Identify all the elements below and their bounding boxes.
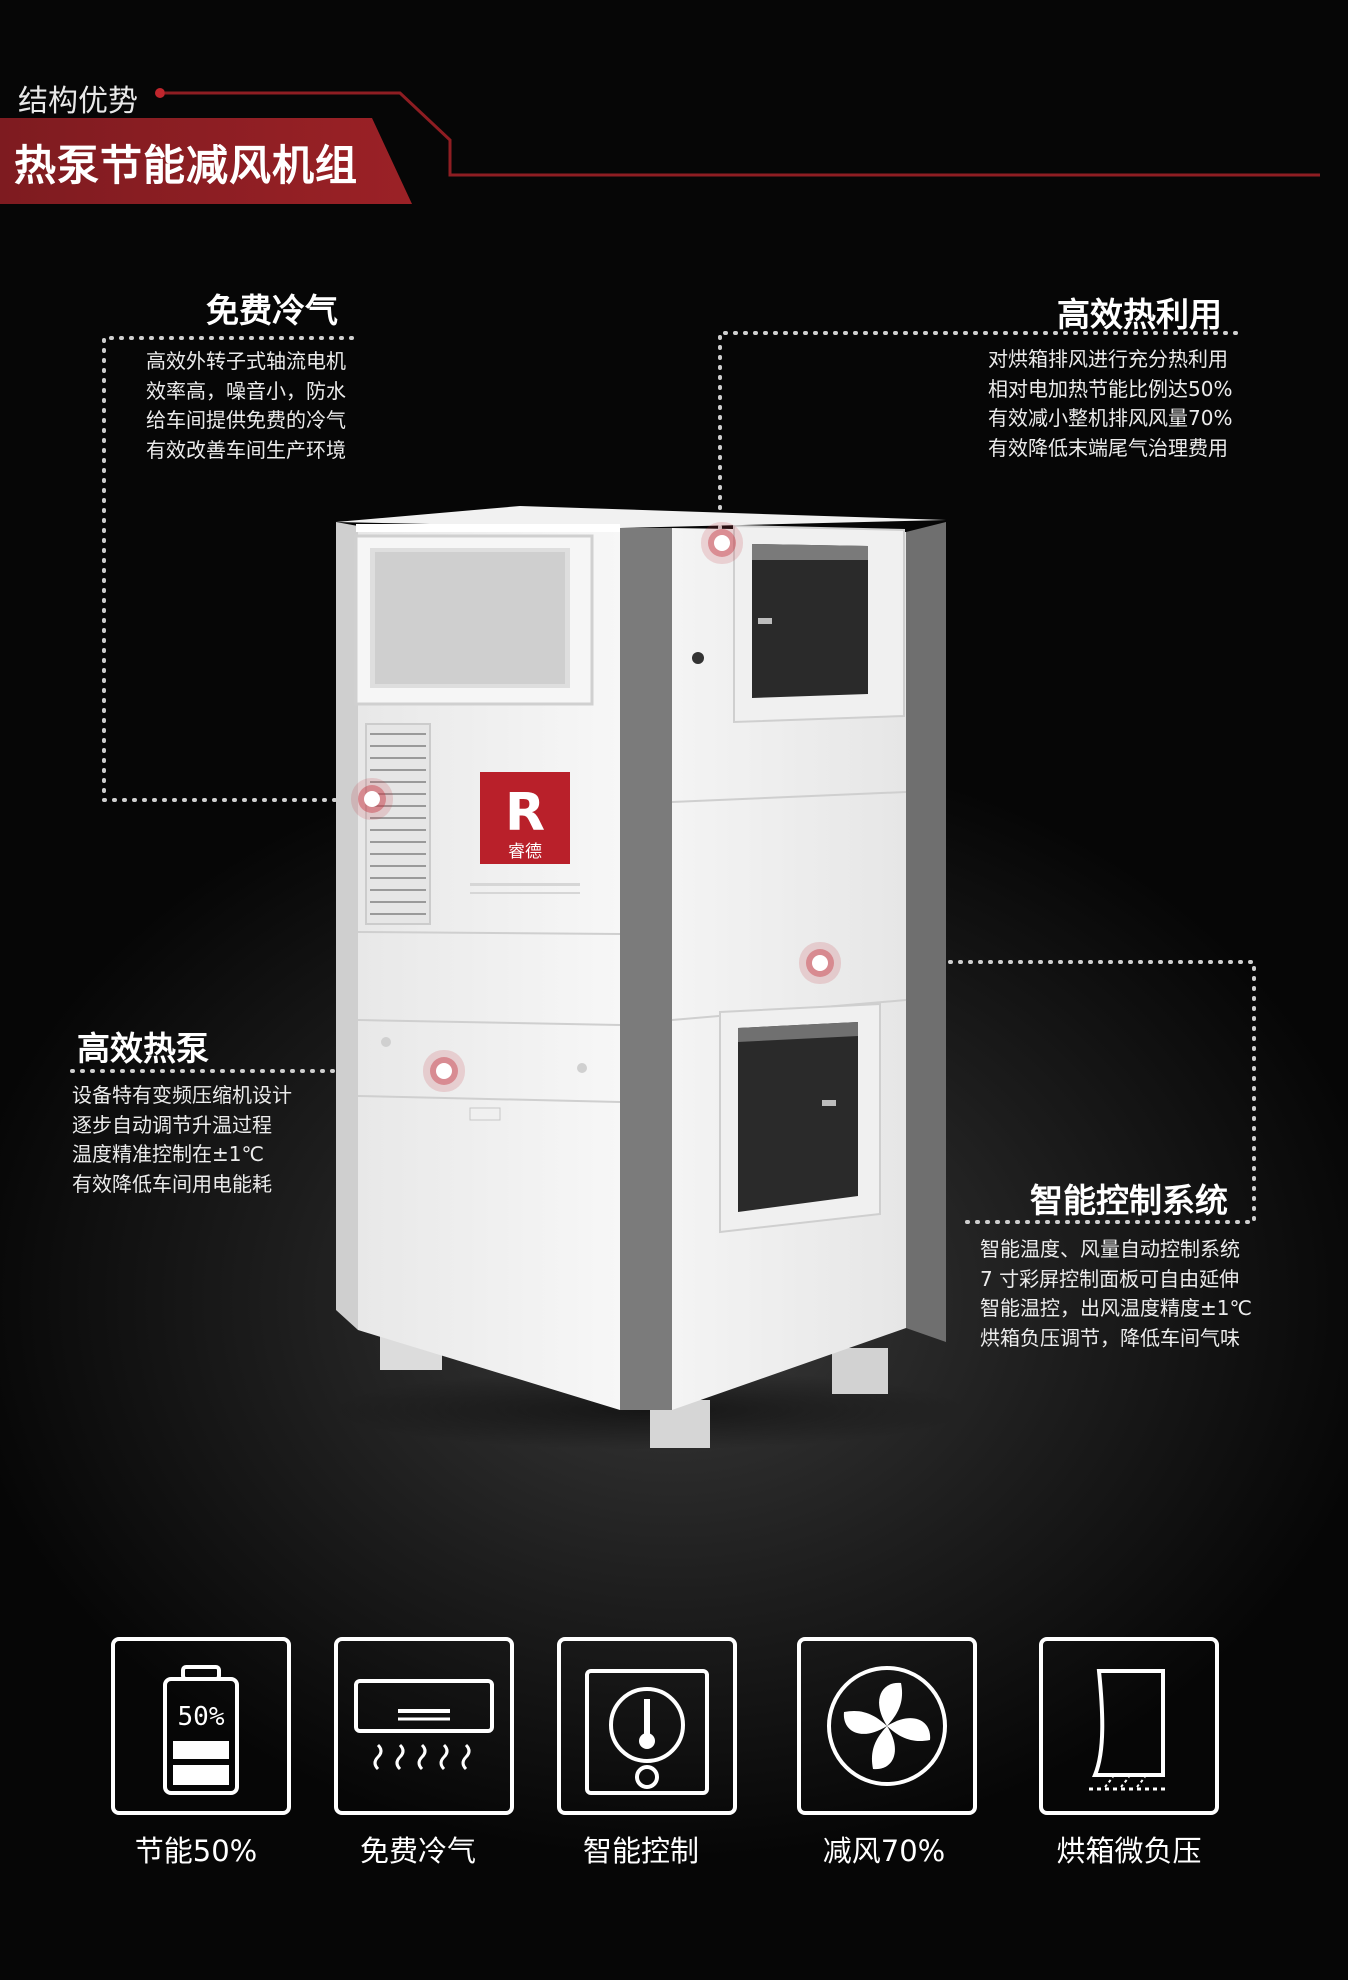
oven-pressure-icon bbox=[1089, 1669, 1169, 1791]
air-conditioner-icon bbox=[354, 1679, 494, 1771]
header-lines bbox=[155, 88, 1320, 177]
label-oven-pressure: 烘箱微负压 bbox=[1056, 1834, 1202, 1868]
hotspot-free-cooling[interactable] bbox=[364, 791, 380, 807]
smart-control-card bbox=[557, 1637, 737, 1815]
feature-text-free-cooling: 高效外转子式轴流电机 效率高，噪音小，防水 给车间提供免费的冷气 有效改善车间生… bbox=[146, 349, 346, 462]
brand-logo bbox=[480, 772, 570, 864]
oven-pressure-card bbox=[1039, 1637, 1219, 1815]
battery-icon: 50% bbox=[163, 1665, 239, 1795]
hotspot-heat-pump[interactable] bbox=[436, 1063, 452, 1079]
air-reduction-card bbox=[797, 1637, 977, 1815]
label-air-reduction: 减风70% bbox=[822, 1834, 946, 1868]
feature-text-heat-pump: 设备特有变频压缩机设计 逐步自动调节升温过程 温度精准控制在±1℃ 有效降低车间… bbox=[72, 1083, 292, 1196]
feature-text-smart-control: 智能温度、风量自动控制系统 7 寸彩屏控制面板可自由延伸 智能温控，出风温度精度… bbox=[980, 1237, 1252, 1350]
fan-icon bbox=[827, 1666, 947, 1786]
energy-saving-card: 50% bbox=[111, 1637, 291, 1815]
battery-value: 50% bbox=[178, 1702, 225, 1732]
label-energy-saving: 节能50% bbox=[134, 1834, 258, 1868]
free-cooling-card bbox=[334, 1637, 514, 1815]
page-title: 热泵节能减风机组 bbox=[14, 141, 359, 190]
thermostat-icon bbox=[585, 1669, 709, 1795]
header-title-band bbox=[0, 118, 412, 204]
hotspot-heat-recovery[interactable] bbox=[714, 535, 730, 551]
hotspot-smart-control[interactable] bbox=[812, 955, 828, 971]
feature-title-free-cooling: 免费冷气 bbox=[206, 291, 338, 330]
logo-letter: R bbox=[505, 783, 545, 843]
feature-title-heat-recovery: 高效热利用 bbox=[1057, 295, 1222, 334]
section-subtitle: 结构优势 bbox=[18, 84, 138, 119]
feature-text-heat-recovery: 对烘箱排风进行充分热利用 相对电加热节能比例达50% 有效减小整机排风风量70%… bbox=[988, 347, 1233, 460]
label-free-cooling: 免费冷气 bbox=[359, 1834, 476, 1868]
feature-title-heat-pump: 高效热泵 bbox=[77, 1029, 209, 1068]
label-smart-control: 智能控制 bbox=[582, 1834, 699, 1868]
feature-title-smart-control: 智能控制系统 bbox=[1030, 1181, 1228, 1220]
logo-text: 睿德 bbox=[508, 842, 542, 862]
heat-pump-unit-illustration: R 睿德 bbox=[330, 506, 960, 1450]
